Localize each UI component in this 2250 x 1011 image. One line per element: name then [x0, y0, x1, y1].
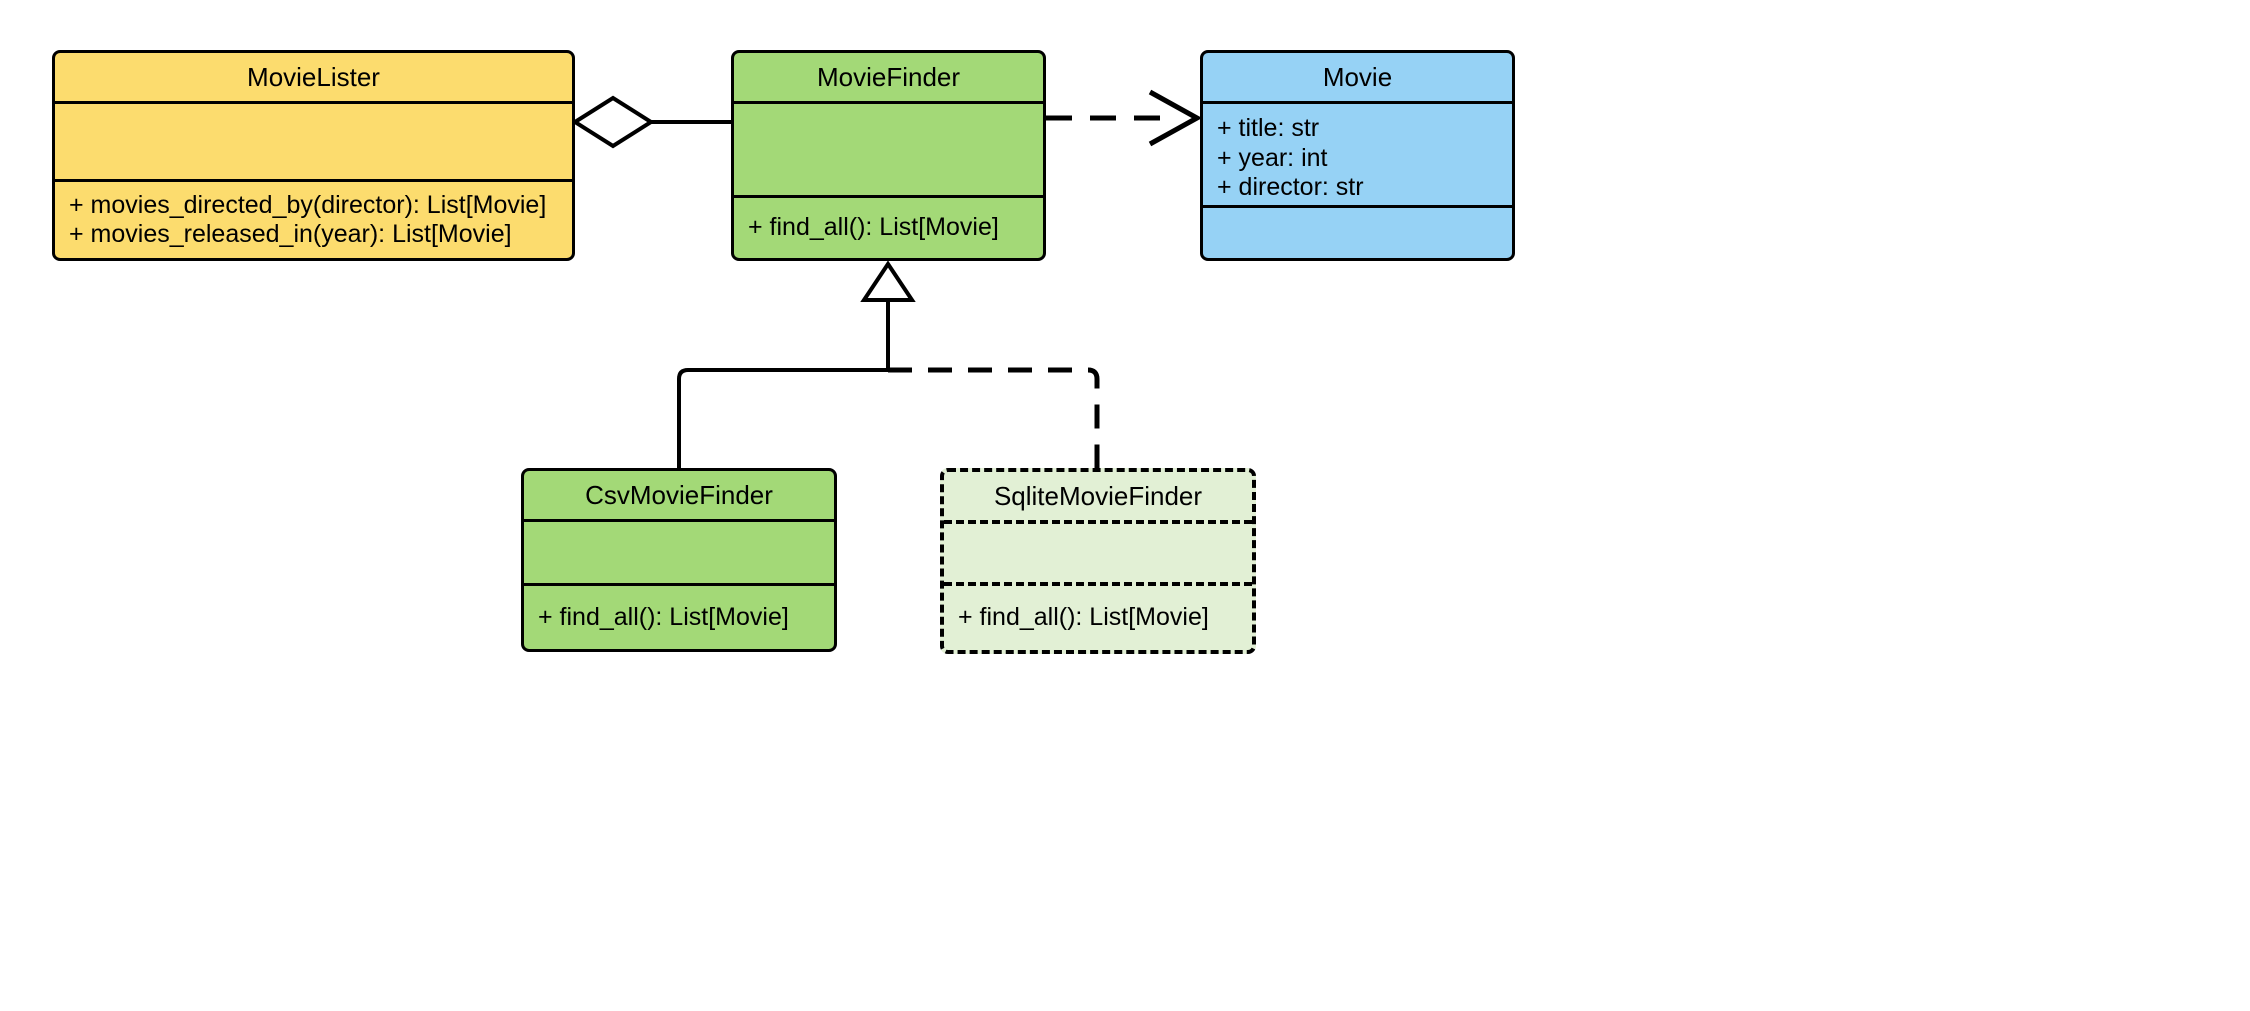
- generalization-branch-csv: [677, 368, 888, 468]
- class-attributes-compartment: [524, 519, 834, 583]
- class-box-movie-lister[interactable]: MovieLister + movies_directed_by(directo…: [52, 50, 575, 261]
- class-method-item: + movies_released_in(year): List[Movie]: [69, 220, 512, 248]
- class-methods-compartment: [1203, 205, 1512, 258]
- class-name-csv-movie-finder: CsvMovieFinder: [585, 479, 773, 510]
- generalization-csv-finder: [677, 368, 888, 468]
- class-methods-compartment: + find_all(): List[Movie]: [524, 583, 834, 649]
- class-name-movie: Movie: [1322, 61, 1393, 92]
- class-title-compartment: MovieFinder: [734, 53, 1043, 101]
- class-method-item: + find_all(): List[Movie]: [958, 603, 1209, 632]
- class-box-sqlite-movie-finder[interactable]: SqliteMovieFinder + find_all(): List[Mov…: [940, 468, 1256, 654]
- class-attribute-item: + year: int: [1217, 143, 1328, 172]
- class-attributes-compartment: + title: str + year: int + director: str: [1203, 101, 1512, 205]
- hollow-diamond-marker: [571, 95, 655, 149]
- class-methods-compartment: + find_all(): List[Movie]: [944, 582, 1252, 650]
- hollow-triangle-marker: [860, 260, 916, 302]
- dependency-finder-movie: [1046, 89, 1203, 147]
- class-method-item: + find_all(): List[Movie]: [538, 602, 789, 631]
- aggregation-lister-finder: [571, 95, 731, 149]
- class-attributes-compartment: [944, 520, 1252, 582]
- class-attributes-compartment: [734, 101, 1043, 195]
- class-name-sqlite-movie-finder: SqliteMovieFinder: [993, 480, 1203, 511]
- class-title-compartment: SqliteMovieFinder: [944, 472, 1252, 520]
- class-name-movie-lister: MovieLister: [247, 61, 380, 92]
- generalization-sqlite-finder: [888, 367, 1100, 468]
- class-methods-compartment: + find_all(): List[Movie]: [734, 195, 1043, 258]
- class-box-movie-finder[interactable]: MovieFinder + find_all(): List[Movie]: [731, 50, 1046, 261]
- class-title-compartment: MovieLister: [55, 53, 572, 101]
- open-arrow-marker: [1148, 89, 1203, 147]
- generalization-branch-sqlite: [888, 367, 1100, 468]
- class-box-movie[interactable]: Movie + title: str + year: int + directo…: [1200, 50, 1515, 261]
- class-box-csv-movie-finder[interactable]: CsvMovieFinder + find_all(): List[Movie]: [521, 468, 837, 652]
- class-method-item: + find_all(): List[Movie]: [748, 213, 999, 242]
- class-method-item: + movies_directed_by(director): List[Mov…: [69, 190, 547, 219]
- class-attribute-item: + title: str: [1217, 114, 1320, 142]
- class-title-compartment: CsvMovieFinder: [524, 471, 834, 519]
- class-methods-compartment: + movies_directed_by(director): List[Mov…: [55, 179, 572, 258]
- generalization-triangle: [860, 260, 916, 370]
- class-title-compartment: Movie: [1203, 53, 1512, 101]
- class-name-movie-finder: MovieFinder: [816, 61, 961, 92]
- class-attributes-compartment: [55, 101, 572, 179]
- class-attribute-item: + director: str: [1217, 173, 1364, 201]
